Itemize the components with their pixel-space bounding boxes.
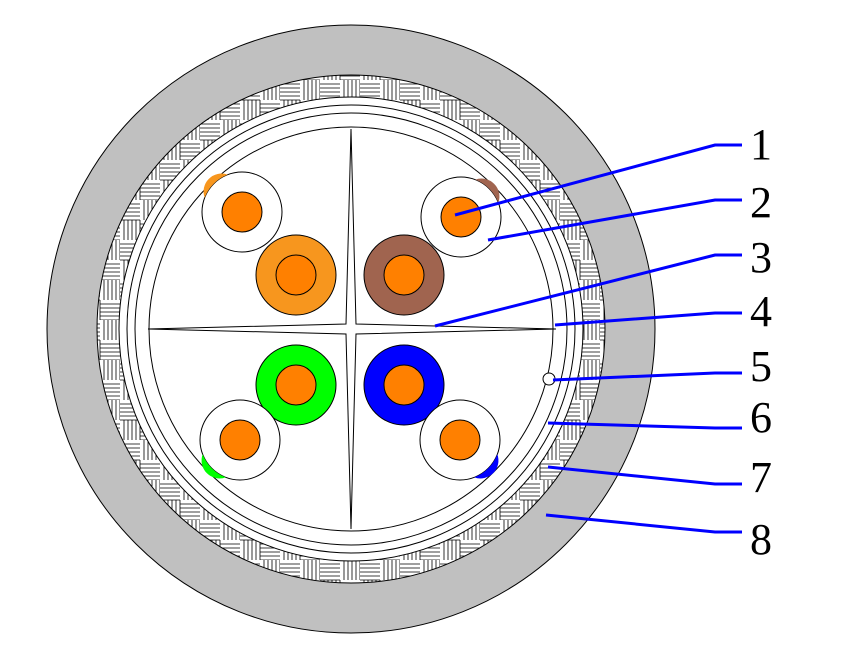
conductor xyxy=(219,419,261,461)
callout-label-3: 3 xyxy=(750,233,772,282)
callout-label-7: 7 xyxy=(750,453,772,502)
leader-line-4 xyxy=(554,311,742,327)
conductor xyxy=(440,196,482,238)
conductor xyxy=(439,419,481,461)
leader-line-1 xyxy=(454,143,742,217)
conductor xyxy=(383,254,425,296)
conductor xyxy=(221,191,263,233)
blue-stripe xyxy=(474,454,499,479)
conductor xyxy=(275,254,317,296)
callout-label-1: 1 xyxy=(750,120,772,169)
leader-line-2 xyxy=(487,198,742,242)
brown-stripe xyxy=(475,178,500,203)
callout-label-2: 2 xyxy=(750,178,772,227)
cross-separator xyxy=(147,128,557,530)
callout-label-6: 6 xyxy=(750,393,772,442)
callout-label-4: 4 xyxy=(750,287,772,336)
leader-line-3 xyxy=(434,253,742,328)
callout-label-5: 5 xyxy=(750,342,772,391)
conductor xyxy=(383,364,425,406)
leader-line-5 xyxy=(552,371,742,382)
conductor xyxy=(275,364,317,406)
green-stripe xyxy=(201,454,226,479)
leader-line-6 xyxy=(547,421,742,430)
leader-line-7 xyxy=(547,465,742,486)
callout-label-8: 8 xyxy=(750,515,772,564)
leader-line-8 xyxy=(545,513,742,534)
orange-stripe xyxy=(203,173,228,198)
